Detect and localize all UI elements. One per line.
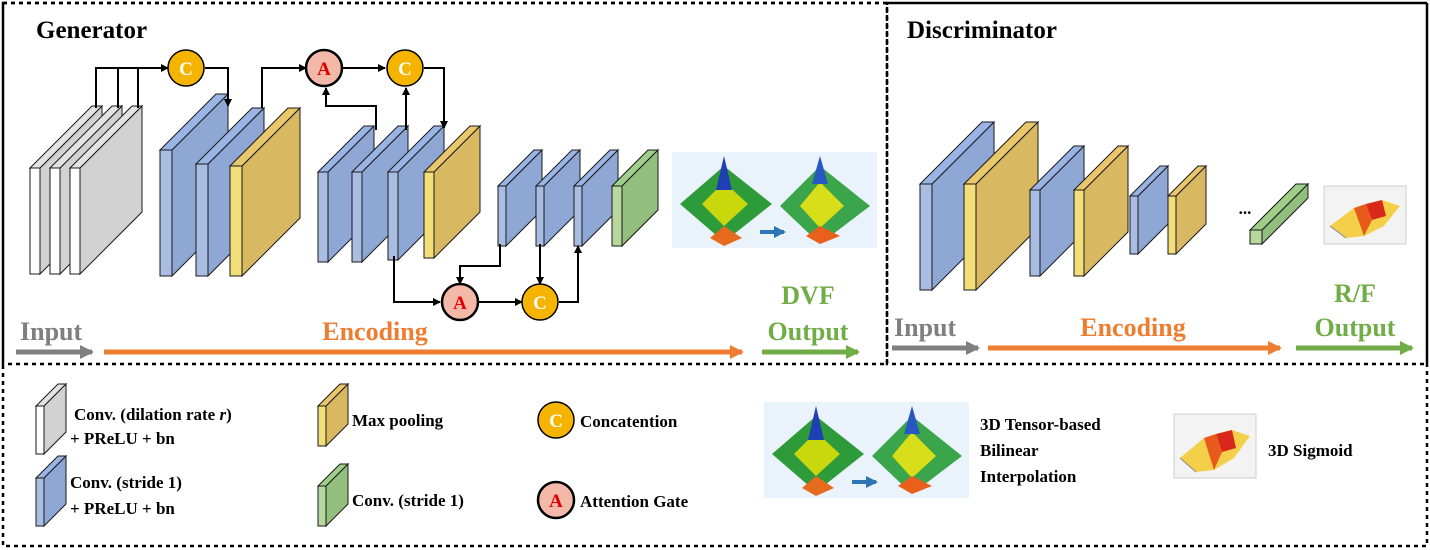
conv-block-3: [316, 124, 376, 264]
legend-pool-swatch: [316, 382, 350, 448]
legend-sigmoid-surface-image: [1173, 413, 1257, 479]
conv-block-8: [572, 148, 620, 248]
legend-interp-surface-image: [764, 402, 969, 498]
conv-green-block: [610, 148, 660, 248]
disc-pool-block-2: [1072, 144, 1130, 278]
conv-block-7: [534, 148, 582, 248]
concat-badge-3: C: [521, 283, 559, 321]
generator-panel: [1, 1, 889, 366]
discriminator-ellipsis: ...: [1239, 199, 1252, 218]
concat-badge-1: C: [167, 49, 205, 87]
generator-connections: [95, 64, 582, 306]
conv-block-5: [386, 124, 446, 262]
discriminator-panel: [885, 1, 1429, 366]
pool-block-1: [228, 106, 302, 278]
conv-block-4: [350, 124, 410, 264]
legend-attention-badge-letter: A: [549, 491, 563, 512]
legend-interp-line3: Interpolation: [980, 467, 1077, 486]
discriminator-input-label: Input: [894, 313, 956, 342]
discriminator-output-label-2: Output: [1315, 313, 1396, 342]
discriminator-encoding-label: Encoding: [1080, 313, 1186, 342]
legend-conv-stride1-green: Conv. (stride 1): [352, 491, 464, 510]
attention-badge-1: A: [304, 48, 344, 88]
generator-blocks: [28, 92, 660, 278]
attention-badge-2-letter: A: [453, 293, 467, 314]
legend-attention-badge: A: [536, 480, 576, 520]
legend-interp-line1: 3D Tensor-based: [980, 415, 1101, 434]
legend-concat-badge-letter: C: [549, 411, 563, 432]
legend-interp-line2: Bilinear: [980, 441, 1039, 460]
legend-attention-gate: Attention Gate: [580, 492, 689, 511]
concat-badge-2: C: [386, 49, 424, 87]
legend-dilated-conv-line2: + PReLU + bn: [70, 429, 175, 448]
concat-badge-1-letter: C: [179, 59, 193, 80]
disc-pool-block-3: [1166, 164, 1208, 256]
legend-concatenation: Concatention: [580, 412, 678, 431]
legend-concat-badge: C: [537, 401, 575, 439]
disc-green-block: [1248, 182, 1310, 246]
disc-conv-block-1: [918, 120, 996, 292]
legend-sigmoid: 3D Sigmoid: [1268, 441, 1353, 460]
disc-conv-block-3: [1128, 164, 1170, 256]
legend-conv-swatch: [34, 454, 68, 528]
dvf-surface-image: [672, 152, 877, 248]
legend-max-pooling: Max pooling: [352, 411, 444, 430]
generator-title: Generator: [36, 17, 147, 44]
discriminator-title: Discriminator: [907, 17, 1057, 44]
pool-block-2: [422, 124, 482, 260]
generator-output-label-1: DVF: [781, 281, 834, 310]
disc-conv-block-2: [1028, 144, 1086, 278]
legend-conv-stride1-line2: + PReLU + bn: [70, 499, 175, 518]
generator-input-label: Input: [20, 317, 82, 346]
attention-badge-1-letter: A: [317, 59, 331, 80]
attention-badge-2: A: [440, 282, 480, 322]
dilated-conv-block-3: [68, 104, 144, 276]
concat-badge-2-letter: C: [398, 59, 412, 80]
generator-encoding-label: Encoding: [322, 317, 428, 346]
legend-dilated-conv-swatch: [34, 382, 68, 456]
conv-block-6: [496, 148, 544, 248]
discriminator-output-label-1: R/F: [1334, 279, 1376, 308]
legend-dilated-conv-line1: Conv. (dilation rate r): [74, 405, 232, 424]
discriminator-blocks: [918, 120, 1310, 292]
sigmoid-surface-image: [1323, 185, 1407, 245]
legend-conv-stride1-line1: Conv. (stride 1): [70, 473, 182, 492]
concat-badge-3-letter: C: [533, 293, 547, 314]
generator-output-label-2: Output: [768, 317, 849, 346]
legend-swatches: [34, 382, 350, 528]
disc-pool-block-1: [962, 120, 1040, 292]
legend-green-swatch: [316, 462, 350, 528]
